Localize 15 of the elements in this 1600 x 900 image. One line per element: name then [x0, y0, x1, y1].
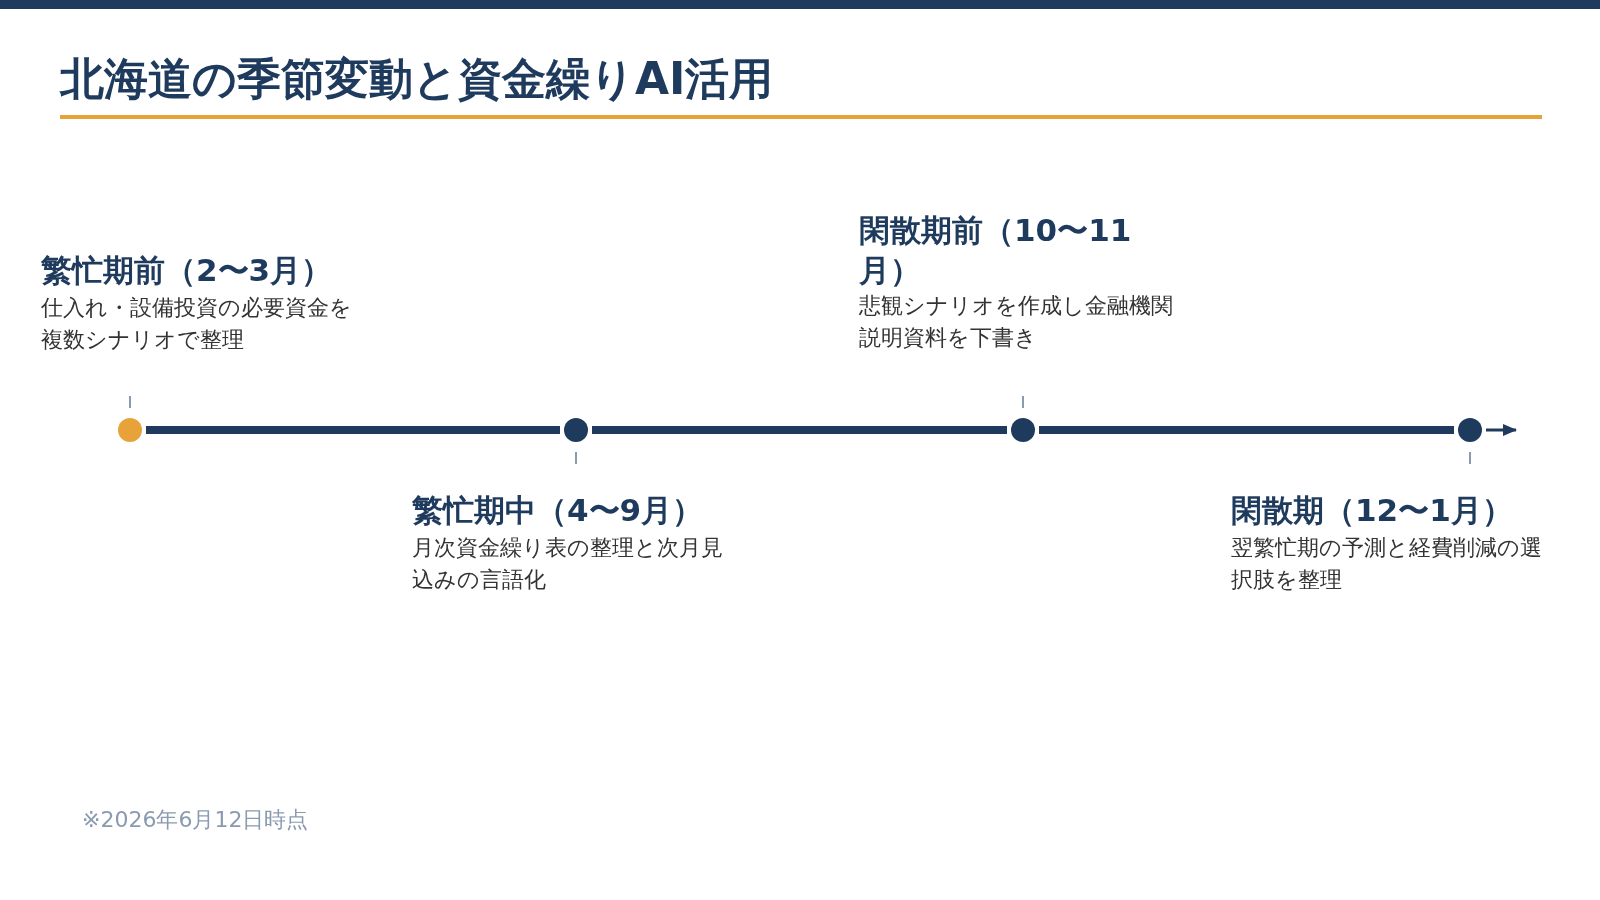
period-heading: 繁忙期中（4〜9月） [412, 491, 705, 530]
period-heading: 閑散期前（10〜11月） [859, 211, 1133, 290]
timeline-dot [564, 418, 588, 442]
title: 北海道の季節変動と資金繰りAI活用 [60, 52, 774, 106]
period-description: 月次資金繰り表の整理と次月見込みの言語化 [412, 534, 724, 594]
timeline-line [1486, 424, 1517, 436]
timeline-dot [1011, 418, 1035, 442]
date-note: ※2026年6月12日時点 [82, 806, 309, 834]
timeline-dot [1458, 418, 1482, 442]
period-description: 翌繁忙期の予測と経費削減の選択肢を整理 [1231, 534, 1543, 594]
period-description: 仕入れ・設備投資の必要資金を複数シナリオで整理 [41, 294, 353, 354]
period-heading: 繁忙期前（2〜3月） [41, 251, 334, 290]
period-heading: 閑散期（12〜1月） [1231, 491, 1514, 530]
timeline-dot [118, 418, 142, 442]
period-description: 悲観シナリオを作成し金融機関説明資料を下書き [859, 292, 1174, 352]
